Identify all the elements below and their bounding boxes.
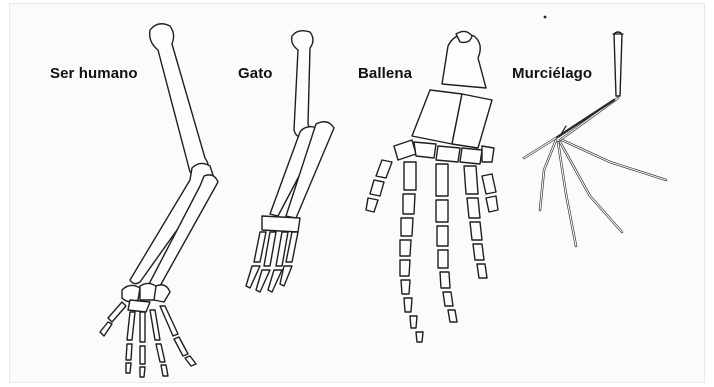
human-finger: [185, 356, 196, 366]
human-carpal: [128, 300, 150, 312]
human-finger: [156, 344, 165, 362]
whale-phalanx: [443, 292, 453, 306]
human-finger: [174, 337, 188, 356]
whale-phalanx: [370, 180, 384, 196]
human-humerus: [150, 24, 209, 178]
whale-phalanx: [416, 332, 423, 342]
whale-carpal: [414, 142, 436, 158]
whale-phalanx: [436, 164, 448, 196]
whale-phalanx: [440, 272, 450, 288]
human-finger: [160, 306, 178, 336]
whale-phalanx: [366, 198, 378, 212]
cat-carpal: [262, 216, 300, 232]
whale-phalanx: [404, 162, 416, 190]
whale-carpal: [460, 148, 482, 164]
whale-phalanx: [438, 250, 448, 268]
whale-carpal: [394, 140, 416, 160]
human-carpal: [154, 285, 170, 302]
label-human: Ser humano: [50, 65, 138, 82]
whale-phalanx: [436, 200, 448, 222]
whale-phalanx: [464, 166, 478, 194]
human-finger: [126, 363, 131, 373]
whale-phalanx: [473, 244, 484, 260]
ink-speck: [544, 16, 547, 19]
whale-phalanx: [470, 222, 482, 240]
whale-phalanx: [482, 174, 496, 194]
whale-phalanx: [401, 280, 410, 294]
label-cat: Gato: [238, 65, 273, 82]
whale-phalanx: [401, 218, 413, 236]
human-carpal: [122, 285, 140, 301]
whale-phalanx: [404, 298, 412, 312]
whale-phalanx: [437, 226, 448, 246]
whale-phalanx: [477, 264, 487, 278]
bat-digit: [540, 140, 556, 210]
cat-metacarpal: [254, 232, 266, 262]
human-finger: [161, 365, 168, 376]
whale-phalanx: [400, 260, 410, 276]
human-finger: [126, 344, 132, 360]
cat-metacarpal: [264, 232, 276, 266]
label-bat: Murciélago: [512, 65, 592, 82]
bat-humerus: [614, 32, 622, 96]
human-finger: [150, 310, 160, 340]
human-thumb: [100, 322, 112, 336]
whale-phalanx: [376, 160, 392, 178]
cat-humerus: [292, 31, 313, 138]
human-finger: [140, 346, 145, 364]
whale-carpal: [482, 146, 494, 162]
human-finger: [127, 312, 135, 340]
whale-phalanx: [467, 198, 480, 218]
bat-digit: [560, 142, 622, 232]
cat-claw: [268, 270, 282, 292]
cat-claw: [280, 266, 292, 286]
bat-digit: [560, 142, 622, 232]
whale-phalanx: [403, 194, 415, 214]
whale-phalanx: [400, 240, 411, 256]
whale-phalanx: [486, 196, 498, 212]
bat-radius-shaft: [556, 100, 614, 138]
human-finger: [140, 367, 145, 377]
whale-phalanx: [410, 316, 417, 328]
human-finger: [140, 312, 145, 342]
whale-phalanx: [448, 310, 457, 322]
human-thumb: [108, 302, 126, 322]
label-whale: Ballena: [358, 65, 412, 82]
whale-carpal: [436, 146, 460, 162]
